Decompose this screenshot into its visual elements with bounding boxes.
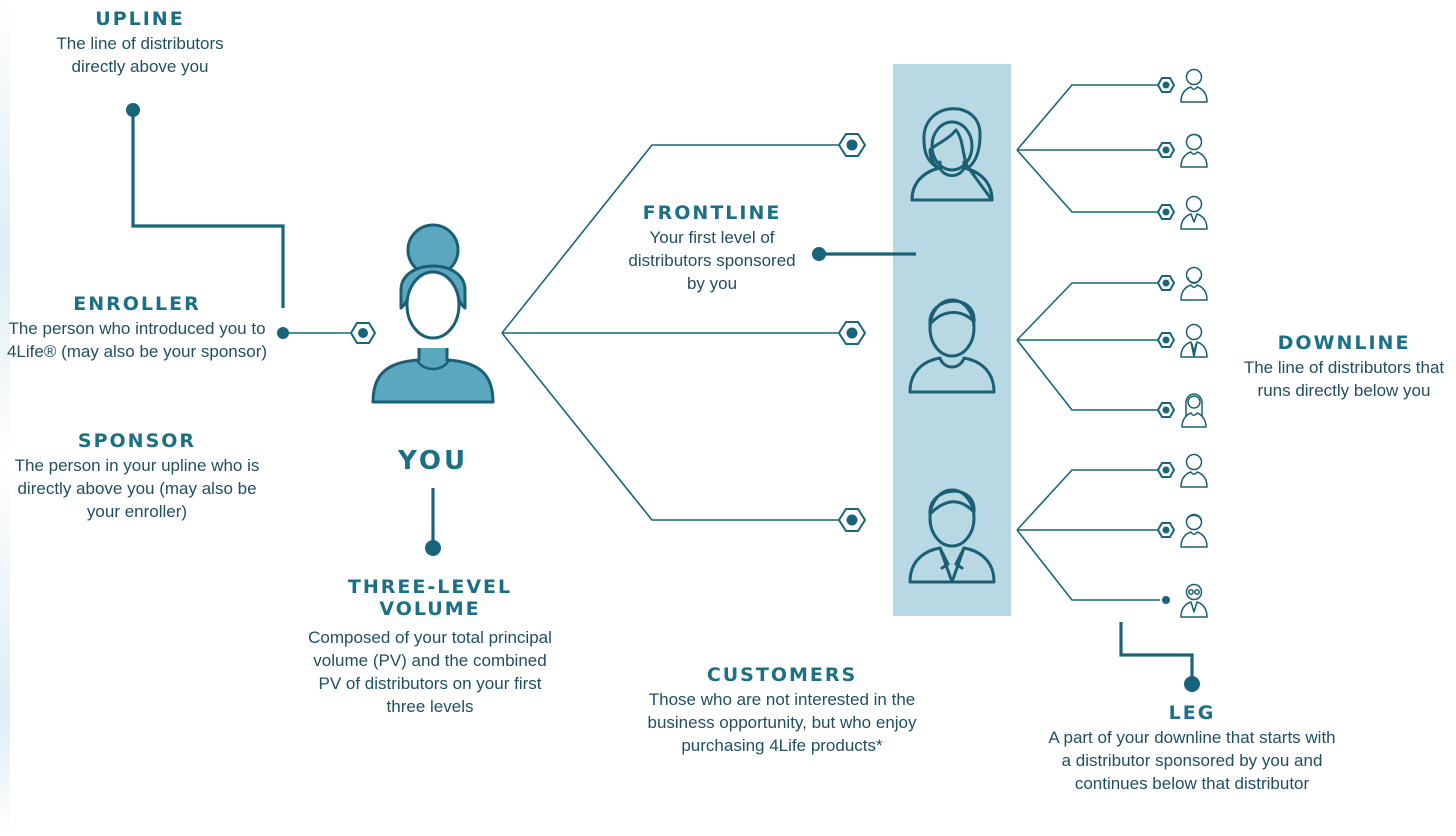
downline-branch-3 [1016,469,1160,601]
hexagon-node-icon [1156,204,1176,220]
you-label: YOU [397,446,469,476]
bearded-man-icon [1180,266,1208,301]
downline-title: DOWNLINE [1277,332,1411,354]
hexagon-node-icon [1156,142,1176,158]
hexagon-node-icon [1156,77,1176,93]
frontline-fan [501,144,840,521]
upline-title: UPLINE [95,8,185,30]
man-with-glasses-icon [1180,583,1208,618]
person-icon [1180,68,1208,103]
three-level-volume-label: THREE-LEVEL VOLUME Composed of your tota… [300,576,560,718]
enroller-title: ENROLLER [73,293,201,315]
downline-description: The line of distributors that runs direc… [1243,358,1445,400]
enroller-label: ENROLLER The person who introduced you t… [4,293,270,363]
woman-icon [910,107,994,202]
leg-connector [1119,622,1200,692]
woman-long-hair-icon [1181,393,1207,428]
enroller-description: The person who introduced you to 4Life® … [6,319,268,361]
downline-branch-1 [1016,84,1160,213]
upline-label: UPLINE The line of distributors directly… [20,8,260,78]
man-icon [908,298,996,394]
three-level-volume-description: Composed of your total principal volume … [308,628,552,716]
man-icon [1180,513,1208,548]
hexagon-node-icon [1156,275,1176,291]
downline-label: DOWNLINE The line of distributors that r… [1236,332,1452,402]
customers-label: CUSTOMERS Those who are not interested i… [624,664,940,757]
hexagon-node-icon [1156,402,1176,418]
sponsor-label: SPONSOR The person in your upline who is… [4,430,270,523]
man-with-tie-icon [1180,323,1208,358]
enroller-connector [277,327,350,339]
frontline-label: FRONTLINE Your first level of distributo… [612,202,812,295]
leg-description: A part of your downline that starts with… [1048,728,1336,793]
downline-end-dot [1162,596,1170,604]
upline-connector [126,103,285,308]
frontline-description: Your first level of distributors sponsor… [628,228,796,293]
man-in-suit-icon [908,488,996,584]
woman-with-bun-icon [371,223,495,404]
hexagon-node-icon [1156,332,1176,348]
hexagon-node-icon [1156,522,1176,538]
person-icon [1180,195,1208,230]
three-level-volume-title: THREE-LEVEL VOLUME [347,576,513,620]
frontline-title: FRONTLINE [642,202,782,224]
left-edge-accent [0,0,10,836]
hexagon-node-icon [1156,462,1176,478]
frontline-label-connector [812,247,916,261]
hexagon-node-icon [837,133,867,157]
downline-branch-2 [1016,282,1160,411]
leg-title: LEG [1168,702,1216,724]
you-hexagon-node-icon [349,322,377,344]
customers-description: Those who are not interested in the busi… [647,690,917,755]
man-icon [1180,133,1208,168]
leg-label: LEG A part of your downline that starts … [1034,702,1350,795]
hexagon-node-icon [837,508,867,532]
upline-description: The line of distributors directly above … [56,34,224,76]
three-level-connector [425,488,441,556]
sponsor-title: SPONSOR [77,430,197,452]
frontline-highlight-band [893,64,1011,616]
sponsor-description: The person in your upline who is directl… [14,456,260,521]
person-icon [1180,453,1208,488]
hexagon-node-icon [837,321,867,345]
customers-title: CUSTOMERS [706,664,858,686]
